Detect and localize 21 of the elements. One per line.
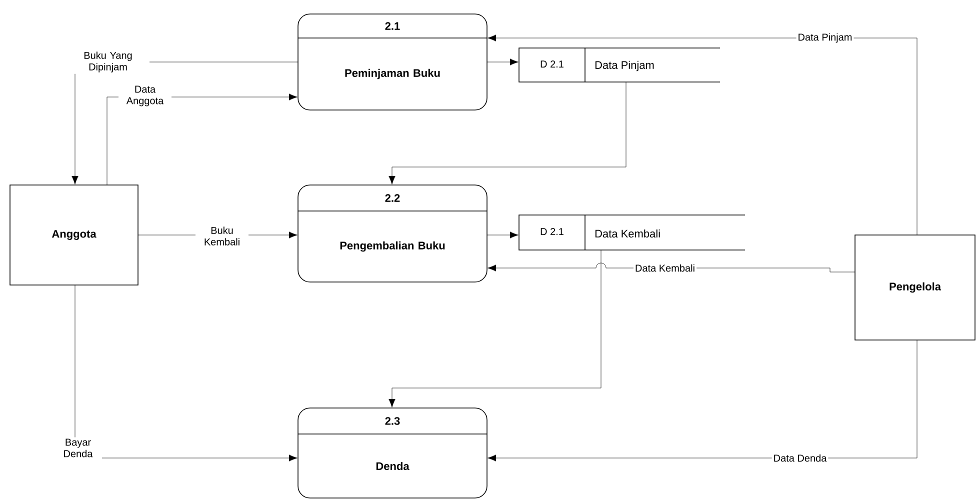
edge-label: Data Kembali	[634, 262, 697, 274]
entity-box: Pengelola	[854, 234, 976, 340]
edge-label: Buku Kembali	[196, 225, 248, 247]
arrow	[486, 232, 518, 238]
process-box: 2.1 Peminjaman Buku	[298, 14, 488, 110]
arrow	[486, 58, 518, 66]
edge-label: Bayar Denda	[54, 437, 102, 459]
arrow	[388, 82, 626, 184]
process-box: 2.3 Denda	[298, 408, 488, 498]
data-store: D 2.1 Data Pinjam	[518, 48, 720, 82]
arrow	[74, 284, 298, 462]
entity-box: Anggota	[10, 184, 138, 286]
arrow	[488, 34, 918, 236]
process-box: 2.2 Pengembalian Buku	[298, 184, 488, 282]
edge-label: Buku Yang Dipinjam	[66, 50, 150, 74]
arrow	[488, 340, 918, 462]
edge-label: Data Denda	[772, 452, 828, 464]
edge-label: Data Anggota	[118, 84, 172, 108]
data-store: D 2.1 Data Kembali	[518, 214, 746, 250]
arrow	[388, 250, 602, 408]
edge-label: Data Pinjam	[796, 32, 854, 44]
